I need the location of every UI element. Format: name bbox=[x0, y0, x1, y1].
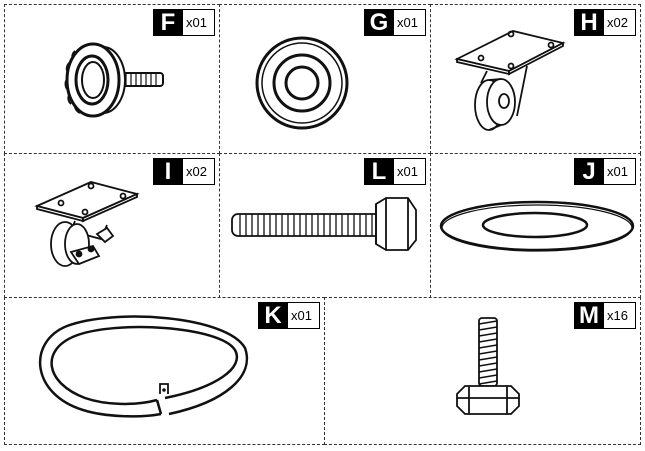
washer-disc-icon bbox=[255, 36, 349, 130]
part-tag-i: I x02 bbox=[153, 158, 215, 185]
part-tag-k: K x01 bbox=[258, 302, 320, 329]
part-cell-i: I x02 bbox=[4, 153, 220, 298]
part-quantity: x01 bbox=[394, 158, 426, 185]
fixed-caster-icon bbox=[454, 30, 566, 131]
thumb-screw-icon bbox=[64, 42, 164, 118]
part-cell-l: L x01 bbox=[219, 153, 431, 298]
hex-bolt-icon bbox=[231, 197, 417, 251]
part-tag-l: L x01 bbox=[364, 158, 426, 185]
part-letter: J bbox=[574, 158, 604, 185]
part-quantity: x01 bbox=[604, 158, 636, 185]
flat-ring-washer-icon bbox=[439, 200, 635, 252]
part-letter: G bbox=[364, 9, 394, 36]
part-letter: L bbox=[364, 158, 394, 185]
part-tag-m: M x16 bbox=[574, 302, 636, 329]
part-cell-m: M x16 bbox=[324, 297, 641, 445]
tube-ring-icon bbox=[38, 315, 248, 418]
part-tag-j: J x01 bbox=[574, 158, 636, 185]
short-hex-screw-icon bbox=[456, 317, 520, 415]
part-cell-j: J x01 bbox=[430, 153, 641, 298]
part-cell-h: H x02 bbox=[430, 4, 641, 154]
part-quantity: x01 bbox=[394, 9, 426, 36]
part-tag-f: F x01 bbox=[153, 9, 215, 36]
part-letter: I bbox=[153, 158, 183, 185]
part-letter: H bbox=[574, 9, 604, 36]
part-tag-g: G x01 bbox=[364, 9, 426, 36]
part-quantity: x01 bbox=[288, 302, 320, 329]
part-quantity: x02 bbox=[183, 158, 215, 185]
part-quantity: x16 bbox=[604, 302, 636, 329]
part-tag-h: H x02 bbox=[574, 9, 636, 36]
part-quantity: x02 bbox=[604, 9, 636, 36]
part-letter: K bbox=[258, 302, 288, 329]
part-letter: M bbox=[574, 302, 604, 329]
part-cell-g: G x01 bbox=[219, 4, 431, 154]
part-quantity: x01 bbox=[183, 9, 215, 36]
part-cell-f: F x01 bbox=[4, 4, 220, 154]
part-cell-k: K x01 bbox=[4, 297, 325, 445]
part-letter: F bbox=[153, 9, 183, 36]
swivel-caster-icon bbox=[34, 181, 140, 267]
